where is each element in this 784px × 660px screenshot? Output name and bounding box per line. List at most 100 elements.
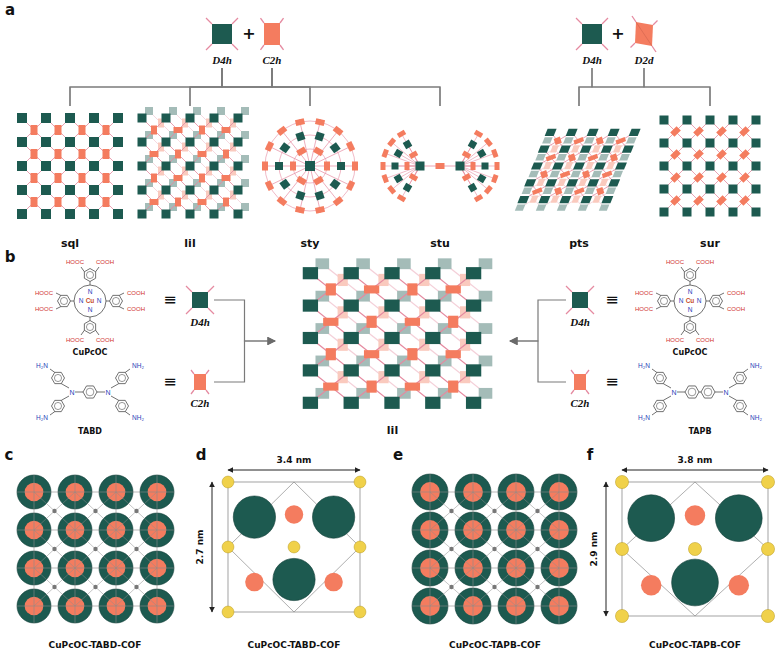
orange-rect xyxy=(573,137,584,145)
framework-line xyxy=(473,492,516,530)
orange-rect xyxy=(670,195,681,206)
linker-square xyxy=(608,129,620,136)
linker-rect xyxy=(693,126,704,137)
net-ring xyxy=(279,135,341,197)
linker-square xyxy=(535,154,546,160)
linker-square xyxy=(279,179,290,190)
linker-square xyxy=(138,162,147,171)
linker-square xyxy=(113,137,123,147)
teal-square xyxy=(186,210,195,219)
linker-rect xyxy=(387,138,396,147)
linker-square xyxy=(186,286,214,314)
teal-square xyxy=(416,162,425,171)
orange-rect xyxy=(491,174,498,183)
linker-square xyxy=(660,116,669,125)
teal-square xyxy=(482,163,489,170)
framework-line xyxy=(34,475,35,623)
linker-rect xyxy=(554,136,562,145)
benzene-ring xyxy=(110,295,123,306)
linker-rect xyxy=(175,150,181,159)
net-ring xyxy=(265,121,355,211)
linker-square xyxy=(626,137,637,143)
linker-square xyxy=(303,364,318,376)
building-block: D2d xyxy=(628,18,660,68)
teal-square xyxy=(210,210,219,219)
teal-square xyxy=(608,179,620,186)
linker-square xyxy=(403,140,413,150)
orange-rect xyxy=(174,127,183,133)
linker-square xyxy=(384,267,399,279)
benzene-ring xyxy=(658,295,671,306)
aromatic-circle xyxy=(112,297,119,304)
orange-rect xyxy=(79,197,86,207)
teal-square xyxy=(573,162,585,169)
orange-rect xyxy=(716,172,727,183)
amine-group: H₂N xyxy=(36,363,48,370)
teal-square xyxy=(536,204,547,210)
teal-square xyxy=(138,186,147,195)
orange-rect xyxy=(198,151,207,157)
linker-square xyxy=(186,186,195,195)
teal-square xyxy=(477,149,487,159)
teal-square xyxy=(580,196,592,203)
teal-square xyxy=(601,196,613,203)
carboxyl-group: HOOC xyxy=(35,290,53,296)
linker-rect xyxy=(405,162,410,170)
linker-dot xyxy=(449,509,453,513)
linker-square xyxy=(545,129,557,136)
net-link xyxy=(280,166,310,204)
aromatic-circle xyxy=(86,388,94,396)
benzene-ring xyxy=(83,386,97,398)
pore-sphere xyxy=(715,495,762,542)
teal-square xyxy=(572,292,588,308)
orange-rect xyxy=(103,149,110,159)
aromatic-circle xyxy=(688,388,696,396)
linker-square xyxy=(456,162,465,171)
linker-square xyxy=(41,161,51,171)
linker-arm xyxy=(631,43,636,48)
linker-square xyxy=(303,332,318,344)
linker-square xyxy=(660,139,669,148)
linker-dot xyxy=(535,547,539,551)
linker-rect xyxy=(79,197,86,207)
teal-square xyxy=(384,300,399,312)
linker-square xyxy=(344,364,359,376)
teal-square xyxy=(729,162,738,171)
linker-rect xyxy=(333,196,344,206)
aromatic-circle xyxy=(60,297,67,304)
topology-net: sql xyxy=(12,106,128,252)
linker-rect xyxy=(79,173,86,183)
linker-rect xyxy=(530,196,539,203)
framework-line xyxy=(75,530,116,568)
cell-lattice xyxy=(622,482,768,616)
orange-rect xyxy=(407,283,417,295)
teal-square xyxy=(315,190,325,200)
teal-square xyxy=(619,154,630,160)
amine-group: NH₂ xyxy=(132,363,144,370)
framework-line xyxy=(17,492,174,493)
linker-rect xyxy=(693,195,704,206)
orange-rect xyxy=(277,196,288,206)
aromatic-circle xyxy=(54,402,61,409)
linker-square xyxy=(584,137,595,143)
symmetry-label: C2h xyxy=(571,398,590,409)
linker-square xyxy=(344,332,359,344)
symmetry-label: C2h xyxy=(191,398,210,409)
linker-rect xyxy=(382,174,389,183)
linker-dot xyxy=(492,509,496,513)
linker-arm xyxy=(566,286,572,292)
benzene-ring xyxy=(701,386,715,398)
linker-rect xyxy=(739,195,750,206)
topology-net: lil xyxy=(275,258,510,442)
linker-dot xyxy=(134,547,138,551)
orange-rect xyxy=(407,348,417,360)
teal-square xyxy=(683,116,692,125)
orange-rect xyxy=(296,146,307,156)
teal-square xyxy=(17,161,27,171)
linker-square xyxy=(587,129,599,136)
teal-square xyxy=(113,209,123,219)
framework-line xyxy=(116,492,157,530)
orange-rect xyxy=(716,126,727,137)
benzene-ring xyxy=(734,372,747,383)
linker-rect xyxy=(277,196,288,206)
